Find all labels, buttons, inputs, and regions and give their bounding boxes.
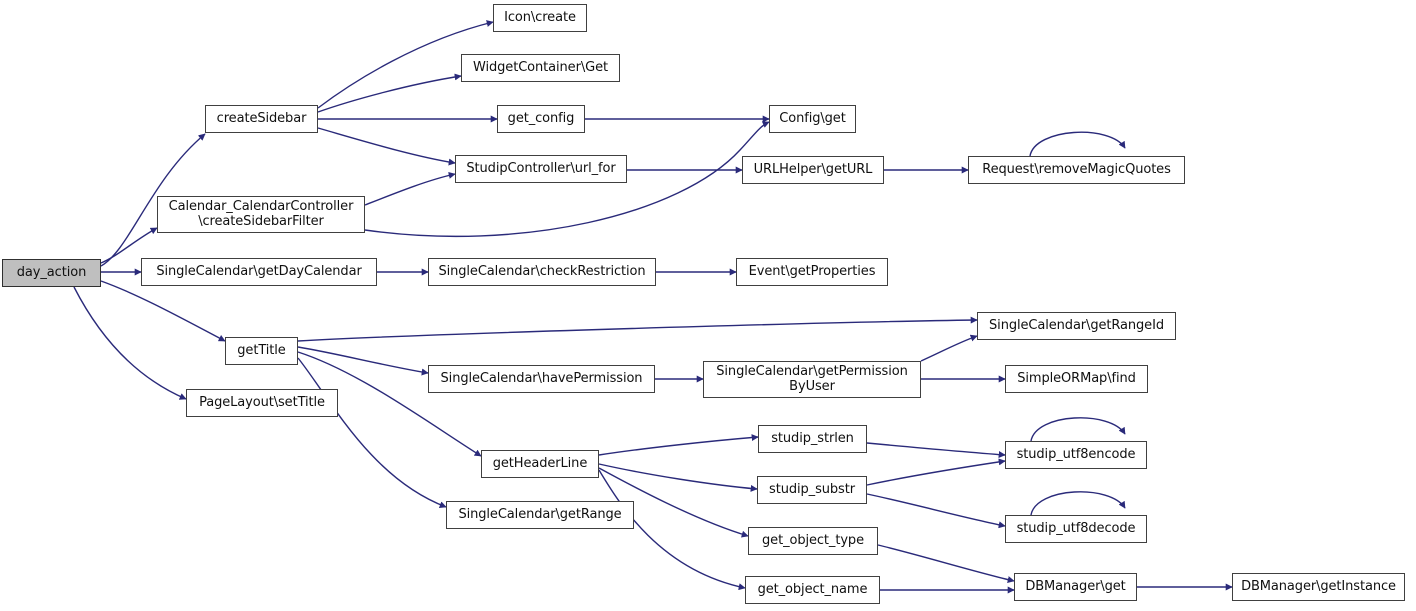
graph-node-simpleORMapFind[interactable]: SimpleORMap\find — [1005, 365, 1148, 393]
graph-node-havePermission[interactable]: SingleCalendar\havePermission — [428, 365, 655, 393]
graph-node-getHeaderLine[interactable]: getHeaderLine — [481, 450, 599, 478]
edge-utf8decode-to-utf8decode — [1030, 491, 1126, 516]
edge-utf8encode-to-utf8encode — [1030, 417, 1126, 442]
edge-getTitle-to-getRangeId — [297, 316, 978, 342]
graph-node-label: SingleCalendar\getDayCalendar — [156, 263, 362, 279]
edge-getTitle-to-havePermission — [297, 346, 429, 376]
edge-getHeaderLine-to-get_object_name — [598, 469, 746, 591]
graph-node-widgetGet[interactable]: WidgetContainer\Get — [461, 54, 620, 82]
graph-node-label: studip_utf8decode — [1016, 520, 1136, 536]
graph-node-label: studip_strlen — [771, 430, 854, 446]
graph-node-utf8decode[interactable]: studip_utf8decode — [1005, 515, 1147, 543]
graph-node-checkRestriction[interactable]: SingleCalendar\checkRestriction — [428, 258, 656, 286]
graph-node-label: SimpleORMap\find — [1017, 370, 1136, 386]
graph-node-removeMagicQuotes[interactable]: Request\removeMagicQuotes — [968, 156, 1185, 184]
graph-node-getRangeId[interactable]: SingleCalendar\getRangeId — [977, 312, 1176, 340]
graph-node-label: SingleCalendar\havePermission — [440, 370, 643, 386]
graph-node-dbManagerGet[interactable]: DBManager\get — [1014, 573, 1137, 601]
graph-node-label: PageLayout\setTitle — [199, 394, 325, 410]
edge-get_object_type-to-dbManagerGet — [877, 544, 1015, 583]
graph-node-label: get_object_name — [757, 581, 868, 597]
graph-node-studip_substr[interactable]: studip_substr — [757, 476, 867, 504]
graph-node-label: WidgetContainer\Get — [473, 59, 608, 75]
graph-node-label: SingleCalendar\checkRestriction — [438, 263, 646, 279]
edge-createSidebar-to-widgetGet — [317, 73, 462, 113]
graph-node-label: createSidebar — [216, 110, 307, 126]
edge-studip_substr-to-utf8decode — [866, 493, 1006, 529]
graph-node-createSidebar[interactable]: createSidebar — [205, 105, 318, 133]
graph-node-label: DBManager\getInstance — [1241, 578, 1396, 594]
edge-day_action-to-getTitle — [100, 280, 226, 342]
graph-node-utf8encode[interactable]: studip_utf8encode — [1005, 441, 1147, 469]
graph-node-label: SingleCalendar\getPermission ByUser — [716, 363, 908, 394]
edge-day_action-to-setTitle — [73, 286, 187, 400]
graph-node-getURL[interactable]: URLHelper\getURL — [742, 156, 884, 184]
graph-node-getDayCalendar[interactable]: SingleCalendar\getDayCalendar — [141, 258, 377, 286]
edge-getHeaderLine-to-studip_substr — [598, 463, 758, 492]
graph-node-label: Calendar_CalendarController \createSideb… — [168, 198, 354, 229]
graph-node-url_for[interactable]: StudipController\url_for — [455, 155, 627, 183]
graph-node-label: SingleCalendar\getRange — [458, 506, 622, 522]
graph-node-label: Config\get — [779, 110, 846, 126]
graph-node-label: get_object_type — [762, 532, 864, 548]
graph-node-label: getHeaderLine — [492, 455, 588, 471]
edge-getTitle-to-getRange — [297, 357, 447, 509]
graph-node-studip_strlen[interactable]: studip_strlen — [758, 425, 867, 453]
edge-createSidebar-to-url_for — [317, 127, 456, 166]
graph-node-getRange[interactable]: SingleCalendar\getRange — [446, 501, 634, 529]
graph-node-iconCreate[interactable]: Icon\create — [493, 4, 587, 32]
graph-node-dbManagerInst[interactable]: DBManager\getInstance — [1232, 573, 1405, 601]
graph-node-label: Icon\create — [504, 9, 576, 25]
graph-node-label: SingleCalendar\getRangeId — [989, 317, 1164, 333]
graph-node-label: Request\removeMagicQuotes — [982, 161, 1171, 177]
graph-node-label: getTitle — [237, 342, 286, 358]
graph-node-label: studip_utf8encode — [1016, 446, 1136, 462]
edge-sidebarFilter-to-url_for — [364, 171, 456, 206]
edge-studip_strlen-to-utf8encode — [866, 442, 1006, 459]
graph-node-getPermByUser[interactable]: SingleCalendar\getPermission ByUser — [703, 361, 921, 398]
graph-node-get_object_name[interactable]: get_object_name — [745, 576, 880, 604]
edge-getHeaderLine-to-studip_strlen — [598, 434, 759, 456]
graph-node-get_object_type[interactable]: get_object_type — [748, 527, 878, 555]
graph-node-label: studip_substr — [769, 481, 855, 497]
graph-node-label: URLHelper\getURL — [753, 161, 873, 177]
graph-node-setTitle[interactable]: PageLayout\setTitle — [186, 389, 338, 417]
edge-removeMagicQuotes-to-removeMagicQuotes — [1029, 131, 1126, 157]
edge-getPermByUser-to-getRangeId — [920, 334, 978, 362]
graph-node-getTitle[interactable]: getTitle — [225, 337, 298, 365]
graph-node-sidebarFilter[interactable]: Calendar_CalendarController \createSideb… — [157, 196, 365, 233]
graph-node-label: get_config — [507, 110, 575, 126]
graph-node-getProperties[interactable]: Event\getProperties — [736, 258, 888, 286]
graph-node-day_action[interactable]: day_action — [2, 259, 101, 287]
edge-studip_substr-to-utf8encode — [866, 458, 1006, 486]
graph-node-get_config[interactable]: get_config — [497, 105, 585, 133]
graph-node-label: DBManager\get — [1025, 578, 1126, 594]
graph-node-label: StudipController\url_for — [466, 160, 616, 176]
graph-node-configGet[interactable]: Config\get — [769, 105, 856, 133]
graph-node-label: day_action — [16, 264, 87, 280]
graph-node-label: Event\getProperties — [748, 263, 876, 279]
